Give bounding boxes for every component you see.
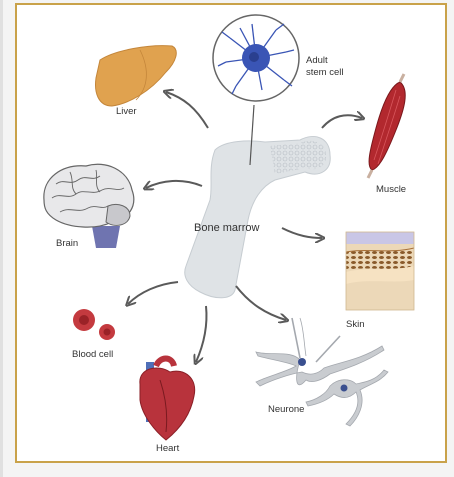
brain-label: Brain: [56, 238, 79, 249]
blood-cell-illustration: [73, 309, 115, 340]
muscle-illustration: [366, 73, 406, 179]
skin-illustration: [345, 231, 415, 311]
arrow-to-blood-cell: [128, 281, 179, 304]
adult-stem-cell-illustration: [212, 14, 300, 166]
left-border-rule: [0, 0, 3, 477]
liver-illustration: [95, 45, 177, 107]
bone-marrow-bone: [184, 136, 331, 299]
heart-illustration: [139, 355, 196, 441]
neurone-illustration: [255, 317, 389, 427]
skin-label: Skin: [346, 319, 365, 330]
stem-cell-label-line1: Adult: [306, 55, 328, 66]
brain-illustration: [43, 163, 135, 248]
bone-marrow-label: Bone marrow: [194, 222, 260, 234]
arrow-to-neurone: [235, 285, 286, 320]
blood-cell-label: Blood cell: [72, 349, 114, 360]
arrow-to-muscle: [321, 115, 362, 129]
liver-label: Liver: [116, 106, 137, 117]
muscle-label: Muscle: [376, 184, 407, 195]
arrow-to-skin: [281, 227, 322, 238]
neurone-label: Neurone: [268, 404, 305, 415]
stem-cell-label-line2: stem cell: [306, 67, 344, 78]
arrow-to-liver: [166, 92, 209, 129]
arrow-to-heart: [196, 305, 208, 362]
heart-label: Heart: [156, 443, 180, 454]
differentiation-arrows: [128, 92, 362, 362]
arrow-to-brain: [146, 180, 203, 188]
